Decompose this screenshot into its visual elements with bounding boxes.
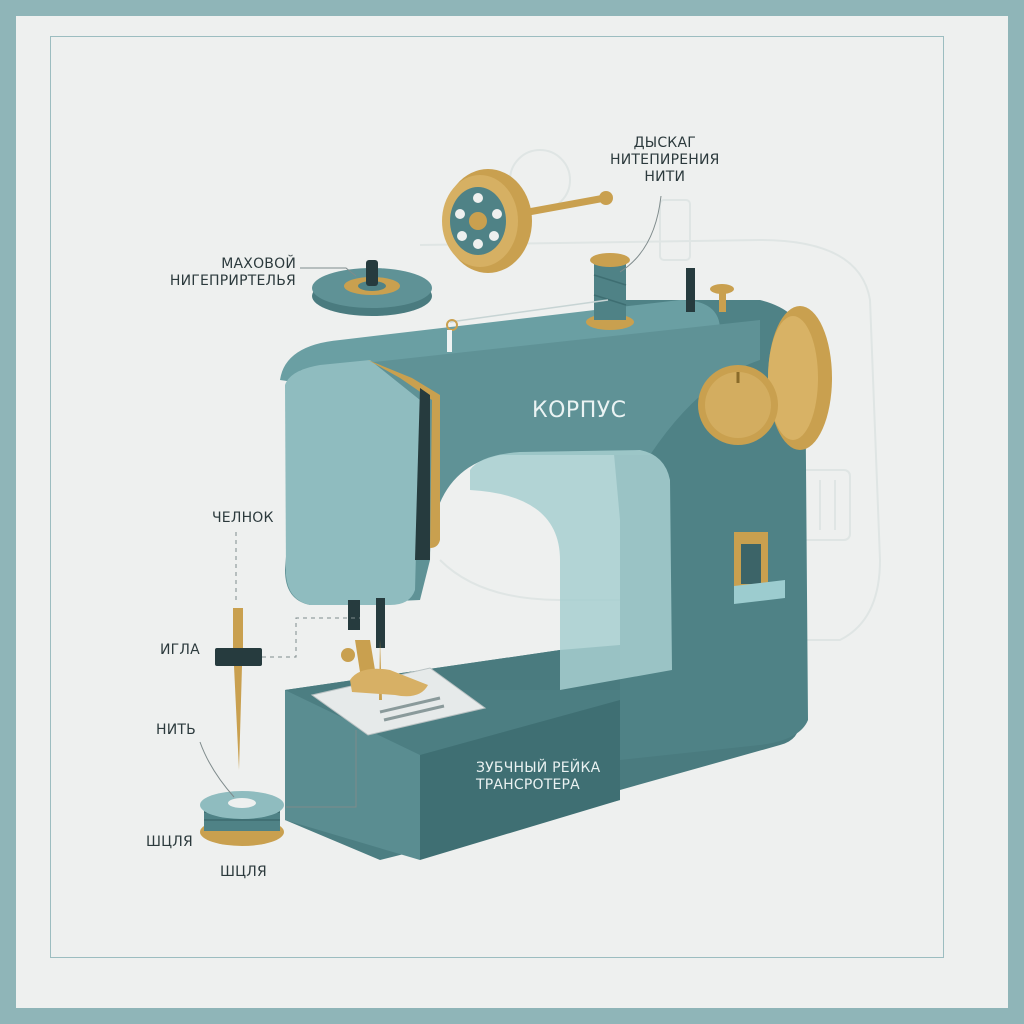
thread-guide-disc-icon [442,169,613,273]
label-needle: ИГЛА [160,642,200,659]
label-feed-dog: ЗУБЧНЫЙ РЕЙКА ТРАНСРОТЕРА [476,760,600,794]
presser-foot-icon [341,598,428,700]
bobbin-icon [200,791,284,846]
label-line: ДЫСКАГ [610,135,720,152]
label-line: НИГЕПРИРТЕЛЬЯ [160,273,296,290]
label-line: ТРАНСРОТЕРА [476,777,600,794]
label-bobbin-left: ШЦЛЯ [146,834,193,851]
needle-icon [215,608,262,770]
label-line: НИТЕПИРЕНИЯ [610,152,720,169]
label-line: НИТИ [610,169,720,186]
label-thread: НИТЬ [156,722,196,739]
label-line: ЗУБЧНЫЙ РЕЙКА [476,760,600,777]
label-bobbin-bottom: ШЦЛЯ [220,864,267,881]
label-thread-guide-disc: ДЫСКАГ НИТЕПИРЕНИЯ НИТИ [610,135,720,186]
label-shuttle: ЧЕЛНОК [212,510,274,527]
label-flywheel: МАХОВОЙ НИГЕПРИРТЕЛЬЯ [160,256,296,290]
label-line: МАХОВОЙ [160,256,296,273]
label-body: КОРПУС [532,402,627,419]
